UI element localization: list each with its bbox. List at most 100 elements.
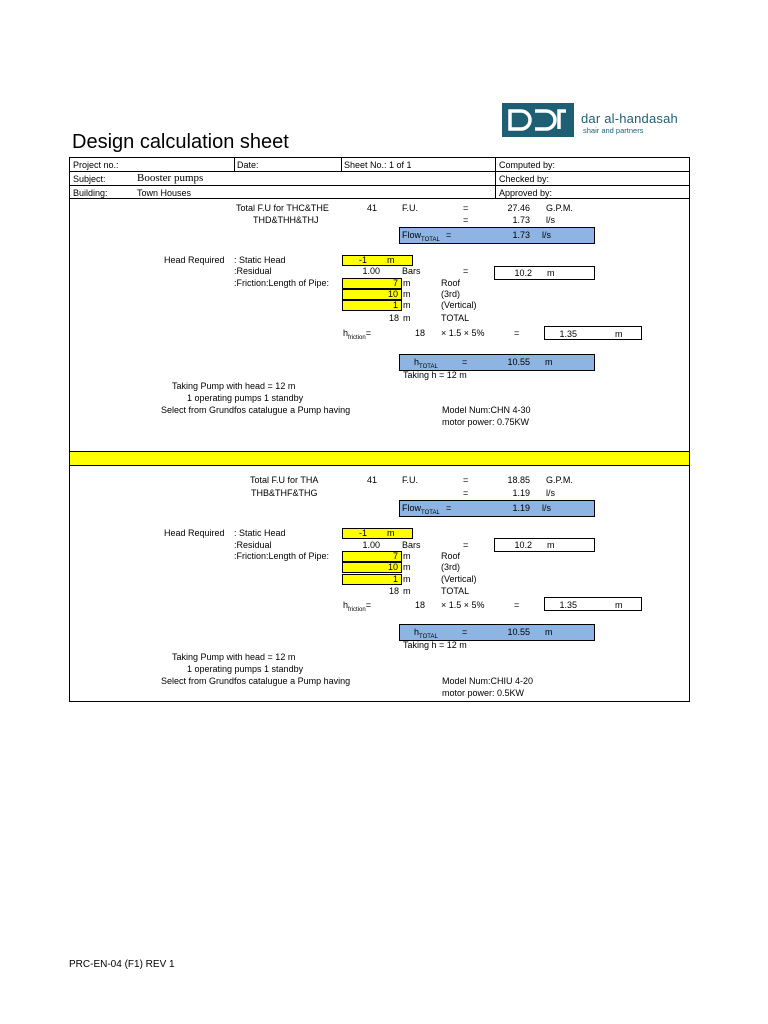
h-total-bar: hTOTAL = 10.55 m bbox=[399, 354, 595, 371]
date-label: Date: bbox=[237, 160, 259, 170]
pipe-total-unit: m bbox=[403, 586, 411, 596]
company-name: dar al-handasah bbox=[581, 111, 678, 126]
head-required-label: Head Required bbox=[164, 255, 225, 265]
h-friction-value: 1.35 bbox=[559, 600, 577, 610]
static-head-unit: m bbox=[387, 255, 395, 265]
taking-h-note: Taking h = 12 m bbox=[403, 370, 467, 380]
pipe-3-label: (Vertical) bbox=[441, 300, 477, 310]
h-friction-equals: = bbox=[514, 600, 520, 610]
pipe-total-value: 18 bbox=[388, 586, 399, 596]
fu-unit: F.U. bbox=[402, 475, 419, 485]
ls-equals: = bbox=[463, 488, 469, 498]
calc-section-1: Total F.U for THC&THE THD&THH&THJ 41 F.U… bbox=[69, 199, 690, 451]
flow-total-value: 1.19 bbox=[512, 503, 530, 513]
taking-h-note: Taking h = 12 m bbox=[403, 640, 467, 650]
motor-power: motor power: 0.75KW bbox=[442, 417, 530, 427]
gpm-unit: G.P.M. bbox=[546, 203, 573, 213]
form-code: PRC-EN-04 (F1) REV 1 bbox=[69, 959, 175, 970]
fu-label-line2: THD&THH&THJ bbox=[253, 215, 319, 225]
residual-value: 1.00 bbox=[362, 266, 380, 276]
fu-unit: F.U. bbox=[402, 203, 419, 213]
friction-label: :Friction:Length of Pipe: bbox=[234, 551, 330, 561]
residual-m-value: 10.2 bbox=[514, 268, 532, 278]
gpm-equals: = bbox=[463, 203, 469, 213]
pipe-total-unit: m bbox=[403, 313, 411, 323]
h-total-unit: m bbox=[545, 627, 553, 637]
h-total-value: 10.55 bbox=[507, 357, 530, 367]
building-value: Town Houses bbox=[137, 188, 192, 198]
residual-label: :Residual bbox=[234, 540, 272, 550]
company-logo-mark bbox=[502, 103, 574, 137]
ls-unit: l/s bbox=[546, 215, 555, 225]
ls-value: 1.19 bbox=[512, 488, 530, 498]
residual-unit: Bars bbox=[402, 266, 421, 276]
pipe-3-unit: m bbox=[403, 574, 411, 584]
pipe-2-value: 10 bbox=[342, 562, 402, 573]
project-no-label: Project no.: bbox=[73, 160, 119, 170]
static-head-label: : Static Head bbox=[234, 255, 286, 265]
ls-value: 1.73 bbox=[512, 215, 530, 225]
model-number: Model Num:CHN 4-30 bbox=[442, 405, 531, 415]
static-head-value: -1 bbox=[359, 528, 368, 538]
pipe-3-value: 1 bbox=[342, 574, 402, 585]
static-head-box: -1 m bbox=[342, 255, 413, 266]
h-friction-label: hfriction= bbox=[343, 328, 371, 341]
h-total-unit: m bbox=[545, 357, 553, 367]
pipe-1-value: 7 bbox=[342, 551, 402, 562]
residual-m-unit: m bbox=[547, 268, 555, 278]
h-friction-unit: m bbox=[615, 329, 623, 339]
fu-value: 41 bbox=[367, 203, 378, 213]
h-friction-length: 18 bbox=[415, 600, 426, 610]
h-friction-label: hfriction= bbox=[343, 600, 371, 613]
operating-note: 1 operating pumps 1 standby bbox=[187, 393, 304, 403]
sheet-title: Design calculation sheet bbox=[72, 131, 289, 153]
pipe-2-unit: m bbox=[403, 562, 411, 572]
gpm-value: 27.46 bbox=[507, 203, 530, 213]
calc-section-2: Total F.U for THA THB&THF&THG 41 F.U. = … bbox=[69, 466, 690, 702]
checked-by-label: Checked by: bbox=[499, 174, 550, 184]
h-friction-unit: m bbox=[615, 600, 623, 610]
pipe-1-label: Roof bbox=[441, 278, 461, 288]
h-friction-equals: = bbox=[514, 328, 520, 338]
h-total-label: hTOTAL bbox=[414, 627, 438, 640]
fu-value: 41 bbox=[367, 475, 378, 485]
motor-power: motor power: 0.5KW bbox=[442, 688, 525, 698]
flow-total-value: 1.73 bbox=[512, 230, 530, 240]
h-friction-formula: × 1.5 × 5% bbox=[441, 600, 485, 610]
residual-m-box: 10.2 m bbox=[494, 538, 595, 552]
pipe-1-unit: m bbox=[403, 551, 411, 561]
subject-label: Subject: bbox=[73, 174, 106, 184]
gpm-equals: = bbox=[463, 475, 469, 485]
h-total-label: hTOTAL bbox=[414, 357, 438, 370]
residual-label: :Residual bbox=[234, 266, 272, 276]
head-required-label: Head Required bbox=[164, 528, 225, 538]
computed-by-label: Computed by: bbox=[499, 160, 556, 170]
subject-value: Booster pumps bbox=[137, 172, 204, 184]
h-friction-formula: × 1.5 × 5% bbox=[441, 328, 485, 338]
pipe-2-label: (3rd) bbox=[441, 562, 461, 572]
fu-label-line1: Total F.U for THC&THE bbox=[236, 203, 329, 213]
h-friction-box: 1.35 m bbox=[544, 597, 642, 611]
residual-m-value: 10.2 bbox=[514, 540, 532, 550]
flow-total-label: FlowTOTAL bbox=[402, 230, 440, 243]
flow-total-label: FlowTOTAL bbox=[402, 503, 440, 516]
h-friction-value: 1.35 bbox=[559, 329, 577, 339]
residual-m-unit: m bbox=[547, 540, 555, 550]
model-number: Model Num:CHIU 4-20 bbox=[442, 676, 534, 686]
pipe-total-value: 18 bbox=[388, 313, 399, 323]
residual-equals: = bbox=[463, 540, 469, 550]
flow-total-equals: = bbox=[446, 230, 452, 240]
h-friction-length: 18 bbox=[415, 328, 426, 338]
fu-label-line2: THB&THF&THG bbox=[251, 488, 318, 498]
sheet-no-label: Sheet No.: 1 of 1 bbox=[344, 160, 412, 170]
ls-equals: = bbox=[463, 215, 469, 225]
pipe-3-label: (Vertical) bbox=[441, 574, 477, 584]
gpm-unit: G.P.M. bbox=[546, 475, 573, 485]
pipe-1-value: 7 bbox=[342, 278, 402, 289]
building-label: Building: bbox=[73, 188, 108, 198]
section-divider bbox=[69, 451, 690, 466]
header-table: Project no.: Date: Sheet No.: 1 of 1 Com… bbox=[69, 157, 690, 199]
static-head-unit: m bbox=[387, 528, 395, 538]
pipe-2-label: (3rd) bbox=[441, 289, 461, 299]
company-tagline: shair and partners bbox=[583, 126, 644, 135]
